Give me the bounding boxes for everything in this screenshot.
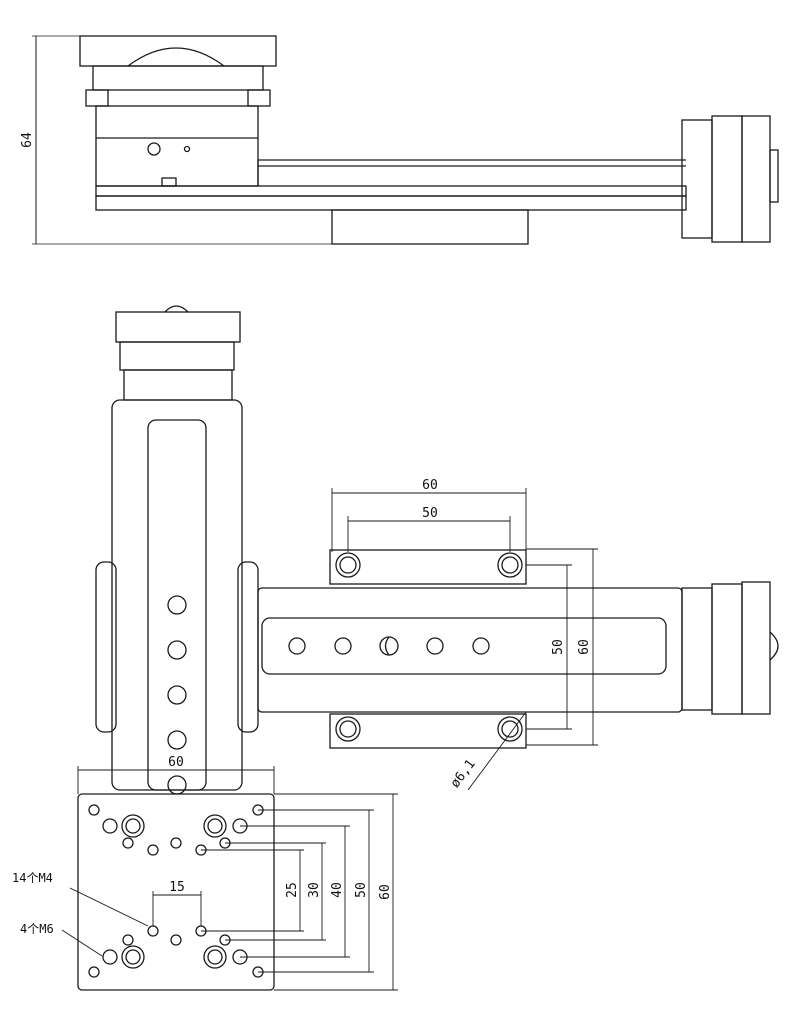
column-hole: [167, 640, 187, 660]
dim-label-60-base: 60: [168, 755, 184, 770]
side-pin-hole: [183, 145, 191, 153]
callout-m6: 4个M6: [20, 922, 54, 936]
dim-label-50-top: 50: [422, 506, 438, 521]
dim-label-60-base-right: 60: [378, 884, 393, 900]
horizontal-arm: [257, 587, 683, 713]
dim-label-25: 25: [285, 882, 300, 898]
dim-label-hole-diameter: ø6,1: [448, 757, 479, 791]
dim-label-40: 40: [330, 882, 345, 898]
side-screw-hole: [147, 142, 161, 156]
arm-slot: [261, 617, 667, 675]
side-clamp-top: [79, 35, 277, 67]
mount-hole: [497, 716, 523, 742]
side-tab-right: [247, 89, 271, 107]
dia-leader: [467, 711, 527, 791]
mount-hole: [335, 716, 361, 742]
column-hole: [167, 775, 187, 795]
dim-label-60-right: 60: [577, 639, 592, 655]
dim-label-50-base: 50: [354, 882, 369, 898]
clamp-plate-top: [329, 549, 527, 585]
side-view: [32, 35, 779, 245]
mount-hole: [335, 552, 361, 578]
m6-hole: [121, 814, 145, 838]
side-end-knob: [711, 115, 743, 243]
arm-end-knob: [741, 581, 771, 715]
dim-label-30: 30: [307, 882, 322, 898]
column-hole: [167, 595, 187, 615]
m6-hole: [121, 945, 145, 969]
dim-label-15: 15: [169, 880, 185, 895]
arm-end-collar: [681, 587, 713, 711]
clamp-plate-bottom: [329, 713, 527, 749]
side-rail-upper: [95, 185, 687, 197]
column-slot: [147, 419, 207, 791]
side-knob-dome: [127, 47, 225, 67]
arm-hole-center: [379, 636, 399, 656]
arm-hole: [426, 637, 444, 655]
column-hole: [167, 685, 187, 705]
m4-leader: [69, 887, 149, 927]
column-hole: [167, 730, 187, 750]
side-end-collar: [681, 119, 713, 239]
dim-label-60-top: 60: [422, 478, 438, 493]
top-view-dimensions: [331, 488, 598, 791]
m6-leader: [61, 929, 103, 957]
arm-hole: [288, 637, 306, 655]
callout-m4: 14个M4: [12, 871, 53, 885]
column-knob-top: [115, 311, 241, 343]
side-body: [95, 105, 259, 187]
arm-hole: [334, 637, 352, 655]
top-view: [95, 305, 779, 795]
side-clamp-neck: [92, 65, 264, 91]
dim-label-50-right: 50: [551, 639, 566, 655]
arm-hole: [472, 637, 490, 655]
m6-hole: [203, 814, 227, 838]
mount-hole: [497, 552, 523, 578]
side-rail-lower: [95, 195, 687, 211]
base-dimensions: [61, 766, 398, 991]
m6-hole: [203, 945, 227, 969]
side-tab-left: [85, 89, 109, 107]
side-bottom-block: [331, 209, 529, 245]
dim-label-64: 64: [20, 132, 35, 148]
